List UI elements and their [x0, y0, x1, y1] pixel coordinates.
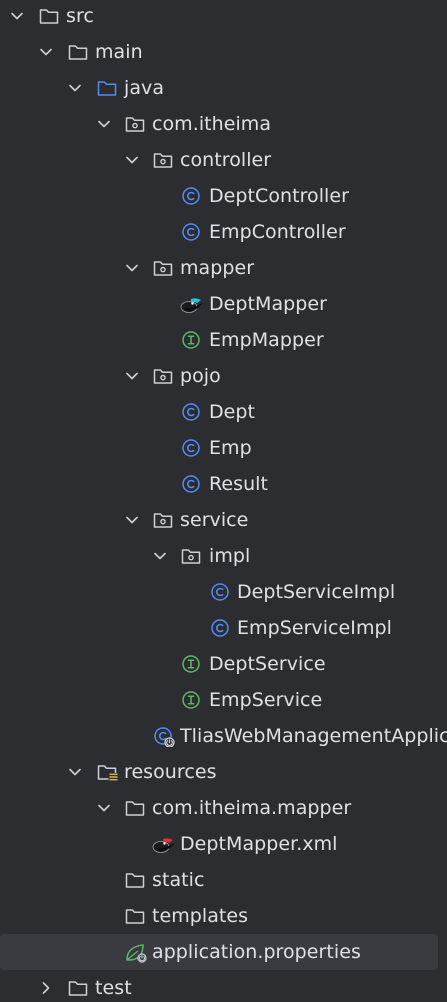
- chevron-down-icon[interactable]: [38, 34, 54, 70]
- class-icon: [180, 394, 202, 430]
- class-icon: [180, 430, 202, 466]
- tree-item-label: DeptMapper: [209, 293, 327, 315]
- tree-item-deptcontroller[interactable]: DeptController: [0, 178, 447, 214]
- tree-item-label: Result: [209, 473, 269, 495]
- chevron-down-icon[interactable]: [9, 0, 25, 34]
- tree-item-label: test: [95, 977, 132, 999]
- tree-item-main[interactable]: main: [0, 34, 447, 70]
- tree-item-label: Emp: [209, 437, 252, 459]
- tree-item-static[interactable]: static: [0, 862, 447, 898]
- package-icon: [152, 358, 174, 394]
- tree-item-result[interactable]: Result: [0, 466, 447, 502]
- package-icon: [152, 142, 174, 178]
- source-folder-icon: [96, 70, 118, 106]
- tree-item-label: resources: [124, 761, 217, 783]
- chevron-down-icon[interactable]: [67, 70, 83, 106]
- tree-item-label: DeptController: [209, 185, 349, 207]
- tree-item-com-itheima[interactable]: com.itheima: [0, 106, 447, 142]
- chevron-right-icon[interactable]: [38, 970, 54, 1002]
- chevron-down-icon[interactable]: [124, 358, 140, 394]
- tree-item-label: Dept: [209, 401, 256, 423]
- tree-item-com-itheima-mapper[interactable]: com.itheima.mapper: [0, 790, 447, 826]
- tree-item-label: com.itheima: [152, 113, 272, 135]
- class-icon: [209, 574, 231, 610]
- tree-item-src[interactable]: src: [0, 0, 447, 34]
- class-icon: [180, 466, 202, 502]
- resources-folder-icon: [96, 754, 119, 790]
- tree-item-label: EmpMapper: [209, 329, 324, 351]
- tree-item-impl[interactable]: impl: [0, 538, 447, 574]
- tree-item-label: static: [152, 869, 205, 891]
- package-icon: [152, 250, 174, 286]
- folder-icon: [124, 862, 146, 898]
- tree-item-resources[interactable]: resources: [0, 754, 447, 790]
- tree-item-templates[interactable]: templates: [0, 898, 447, 934]
- tree-item-label: impl: [209, 545, 251, 567]
- tree-item-dept[interactable]: Dept: [0, 394, 447, 430]
- chevron-down-icon[interactable]: [124, 250, 140, 286]
- folder-icon: [67, 970, 89, 1002]
- tree-item-label: pojo: [180, 365, 221, 387]
- tree-item-application-properties[interactable]: application.properties: [0, 934, 447, 970]
- tree-item-deptservice[interactable]: DeptService: [0, 646, 447, 682]
- interface-icon: [180, 646, 202, 682]
- folder-icon: [124, 790, 146, 826]
- tree-item-label: application.properties: [152, 941, 361, 963]
- tree-item-emp[interactable]: Emp: [0, 430, 447, 466]
- tree-item-label: DeptServiceImpl: [237, 581, 396, 603]
- chevron-down-icon[interactable]: [96, 790, 112, 826]
- tree-item-label: controller: [180, 149, 272, 171]
- tree-item-tliaswebmanagementapplication[interactable]: TliasWebManagementApplication: [0, 718, 447, 754]
- chevron-down-icon[interactable]: [124, 142, 140, 178]
- tree-item-empservice[interactable]: EmpService: [0, 682, 447, 718]
- chevron-down-icon[interactable]: [152, 538, 168, 574]
- tree-item-label: java: [124, 77, 165, 99]
- interface-icon: [180, 322, 202, 358]
- tree-item-label: EmpService: [209, 689, 323, 711]
- tree-item-label: EmpServiceImpl: [237, 617, 392, 639]
- class-icon: [180, 214, 202, 250]
- tree-item-empcontroller[interactable]: EmpController: [0, 214, 447, 250]
- mybatis-bird-icon: [152, 826, 175, 862]
- mybatis-bird-icon: [180, 286, 203, 322]
- tree-item-label: com.itheima.mapper: [152, 797, 352, 819]
- folder-icon: [38, 0, 60, 34]
- tree-item-controller[interactable]: controller: [0, 142, 447, 178]
- folder-icon: [124, 898, 146, 934]
- tree-item-pojo[interactable]: pojo: [0, 358, 447, 394]
- package-icon: [124, 106, 146, 142]
- spring-boot-class-icon: [152, 718, 175, 754]
- spring-properties-icon: [124, 934, 147, 970]
- tree-item-label: DeptMapper.xml: [180, 833, 338, 855]
- chevron-down-icon[interactable]: [124, 502, 140, 538]
- tree-item-service[interactable]: service: [0, 502, 447, 538]
- tree-item-label: DeptService: [209, 653, 326, 675]
- tree-item-label: templates: [152, 905, 249, 927]
- tree-item-deptmapper-xml[interactable]: DeptMapper.xml: [0, 826, 447, 862]
- tree-item-deptserviceimpl[interactable]: DeptServiceImpl: [0, 574, 447, 610]
- tree-item-test[interactable]: test: [0, 970, 447, 1002]
- class-icon: [209, 610, 231, 646]
- tree-item-empmapper[interactable]: EmpMapper: [0, 322, 447, 358]
- tree-item-mapper[interactable]: mapper: [0, 250, 447, 286]
- tree-item-empserviceimpl[interactable]: EmpServiceImpl: [0, 610, 447, 646]
- tree-item-label: EmpController: [209, 221, 346, 243]
- package-icon: [152, 502, 174, 538]
- tree-item-java[interactable]: java: [0, 70, 447, 106]
- package-icon: [180, 538, 202, 574]
- interface-icon: [180, 682, 202, 718]
- tree-item-label: src: [66, 5, 94, 27]
- tree-item-label: main: [95, 41, 143, 63]
- tree-item-label: TliasWebManagementApplication: [180, 725, 447, 747]
- chevron-down-icon[interactable]: [67, 754, 83, 790]
- chevron-down-icon[interactable]: [96, 106, 112, 142]
- tree-item-label: service: [180, 509, 249, 531]
- tree-item-label: mapper: [180, 257, 255, 279]
- class-icon: [180, 178, 202, 214]
- folder-icon: [67, 34, 89, 70]
- tree-item-deptmapper[interactable]: DeptMapper: [0, 286, 447, 322]
